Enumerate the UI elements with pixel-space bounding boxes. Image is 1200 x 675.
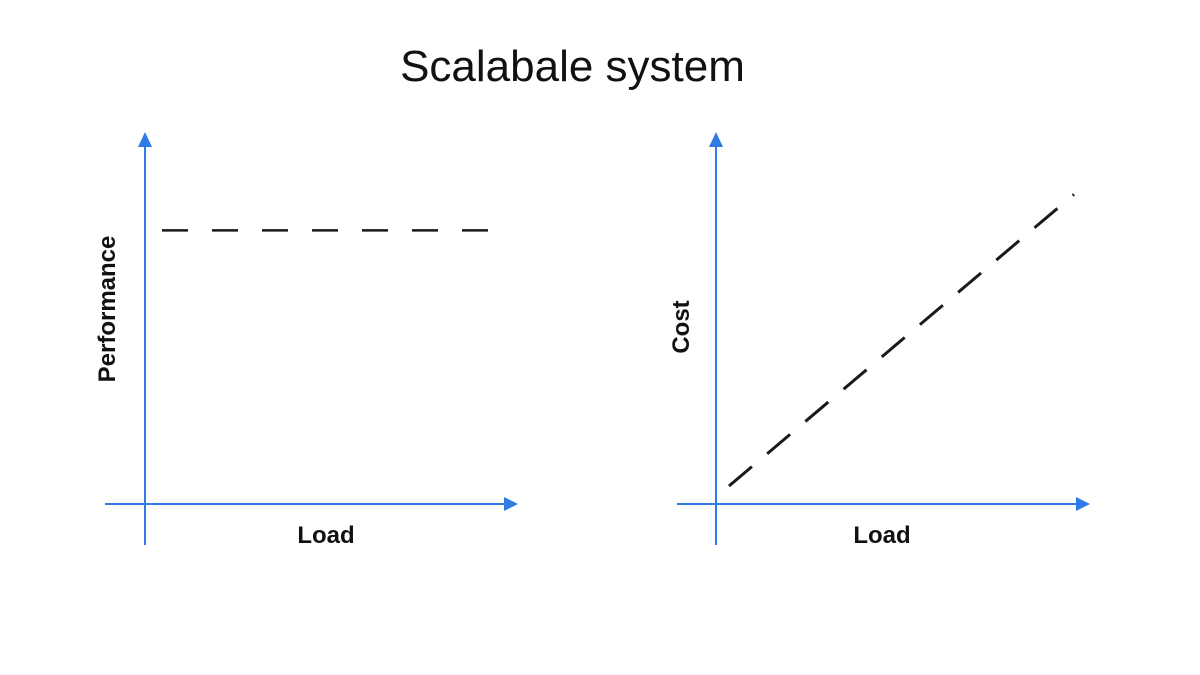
x-axis-label: Load xyxy=(297,522,354,549)
y-axis-arrow xyxy=(138,132,152,147)
series-line xyxy=(728,193,1075,488)
y-axis-arrow xyxy=(709,132,723,147)
y-axis-label: Cost xyxy=(668,300,695,353)
x-axis-label: Load xyxy=(853,522,910,549)
x-axis-arrow xyxy=(1076,497,1090,511)
x-axis-arrow xyxy=(504,497,518,511)
chart-title: Scalabale system xyxy=(400,42,745,91)
y-axis-label: Performance xyxy=(94,236,121,383)
